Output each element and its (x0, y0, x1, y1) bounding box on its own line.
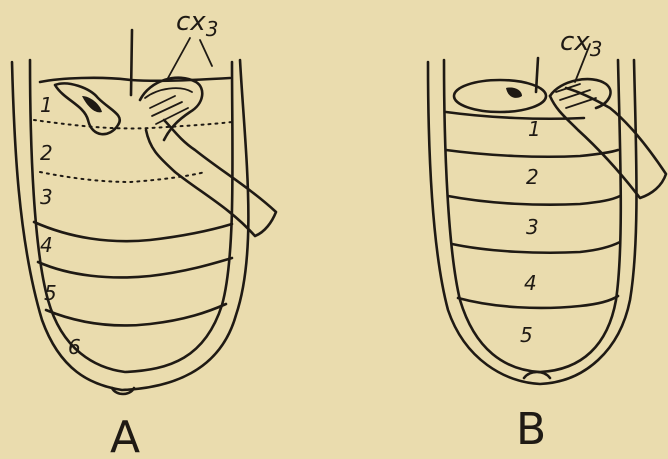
figure-a-midline (131, 30, 132, 95)
figure-a-label: A (110, 412, 140, 459)
figure-b-segment-4: 4 (524, 271, 537, 295)
figure-a-segment-6: 6 (68, 335, 81, 359)
figure-a-segment-1: 1 (40, 93, 53, 117)
figure-a-segment-3: 3 (40, 185, 53, 209)
figure-a-segment-4: 4 (40, 233, 53, 257)
figure-b-segment-3: 3 (526, 215, 539, 239)
figure-a-segment-5: 5 (44, 281, 57, 305)
figure-b-label: B (516, 404, 546, 455)
figure-b-segment-1: 1 (528, 117, 541, 141)
figure-a-segment-2: 2 (40, 141, 53, 165)
figure-b-segment-5: 5 (520, 323, 533, 347)
figure-b-segment-2: 2 (526, 165, 539, 189)
